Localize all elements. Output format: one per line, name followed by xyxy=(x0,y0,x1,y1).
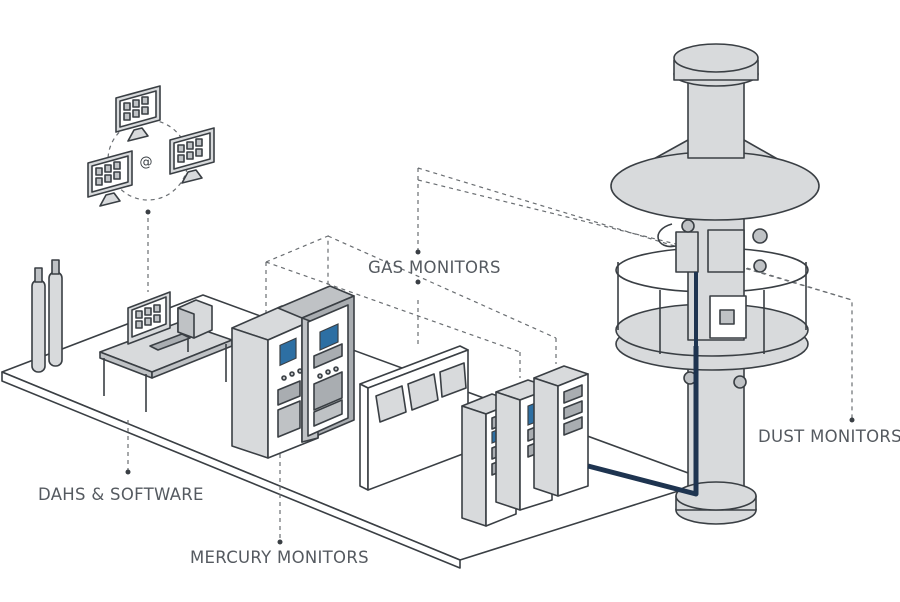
gas-panel-wall xyxy=(359,345,469,491)
gas-rack-3 xyxy=(533,365,589,497)
monitor-right xyxy=(169,127,215,184)
computer-network: @ xyxy=(87,85,215,215)
label-dots xyxy=(125,249,855,545)
dust-monitors-label: DUST MONITORS xyxy=(758,427,900,446)
sample-line xyxy=(587,346,699,497)
dahs-software-label: DAHS & SOFTWARE xyxy=(38,485,204,504)
mercury-cabinet-right xyxy=(277,285,355,443)
network-at-symbol: @ xyxy=(140,155,153,170)
gas-monitors-label: GAS MONITORS xyxy=(368,258,501,277)
monitor-top xyxy=(115,85,161,142)
gas-cylinders xyxy=(31,259,63,373)
floor-platform xyxy=(1,294,711,569)
emission-stack xyxy=(610,43,820,525)
mercury-monitors-label: MERCURY MONITORS xyxy=(190,548,369,567)
monitor-left xyxy=(87,150,133,207)
gas-analyzer-racks xyxy=(461,365,589,527)
desk-workstation xyxy=(99,291,233,412)
